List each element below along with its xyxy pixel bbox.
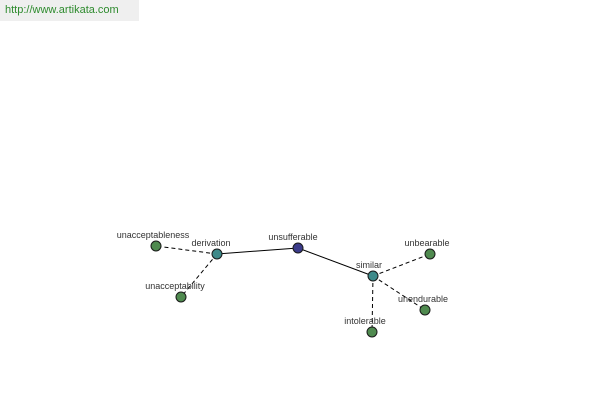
label-derivation[interactable]: derivation bbox=[191, 238, 230, 248]
label-unbearable[interactable]: unbearable bbox=[404, 238, 449, 248]
node-unsufferable[interactable] bbox=[292, 242, 304, 254]
graph-nodes bbox=[150, 240, 436, 338]
edge-similar-unbearable bbox=[372, 253, 431, 277]
edge-similar-intolerable bbox=[371, 275, 374, 333]
edge-derivation-unacceptability bbox=[180, 253, 218, 298]
label-unsufferable[interactable]: unsufferable bbox=[268, 232, 317, 242]
node-unbearable[interactable] bbox=[424, 248, 436, 260]
edge-derivation-unacceptableness bbox=[155, 245, 218, 255]
label-unacceptableness[interactable]: unacceptableness bbox=[117, 230, 190, 240]
node-unendurable[interactable] bbox=[419, 304, 431, 316]
edge-similar-unendurable bbox=[372, 275, 426, 311]
label-unacceptability[interactable]: unacceptability bbox=[145, 281, 205, 291]
graph-edges bbox=[155, 245, 431, 333]
label-intolerable[interactable]: intolerable bbox=[344, 316, 386, 326]
node-derivation[interactable] bbox=[211, 248, 223, 260]
node-similar[interactable] bbox=[367, 270, 379, 282]
edge-unsufferable-similar bbox=[297, 247, 374, 277]
label-unendurable[interactable]: unendurable bbox=[398, 294, 448, 304]
edge-unsufferable-derivation bbox=[216, 247, 299, 255]
node-unacceptability[interactable] bbox=[175, 291, 187, 303]
node-intolerable[interactable] bbox=[366, 326, 378, 338]
graph-labels: unsufferable derivation similar unacceptabl… bbox=[117, 230, 450, 326]
label-similar[interactable]: similar bbox=[356, 260, 382, 270]
site-url-watermark[interactable]: http://www.artikata.com bbox=[0, 0, 139, 21]
node-unacceptableness[interactable] bbox=[150, 240, 162, 252]
